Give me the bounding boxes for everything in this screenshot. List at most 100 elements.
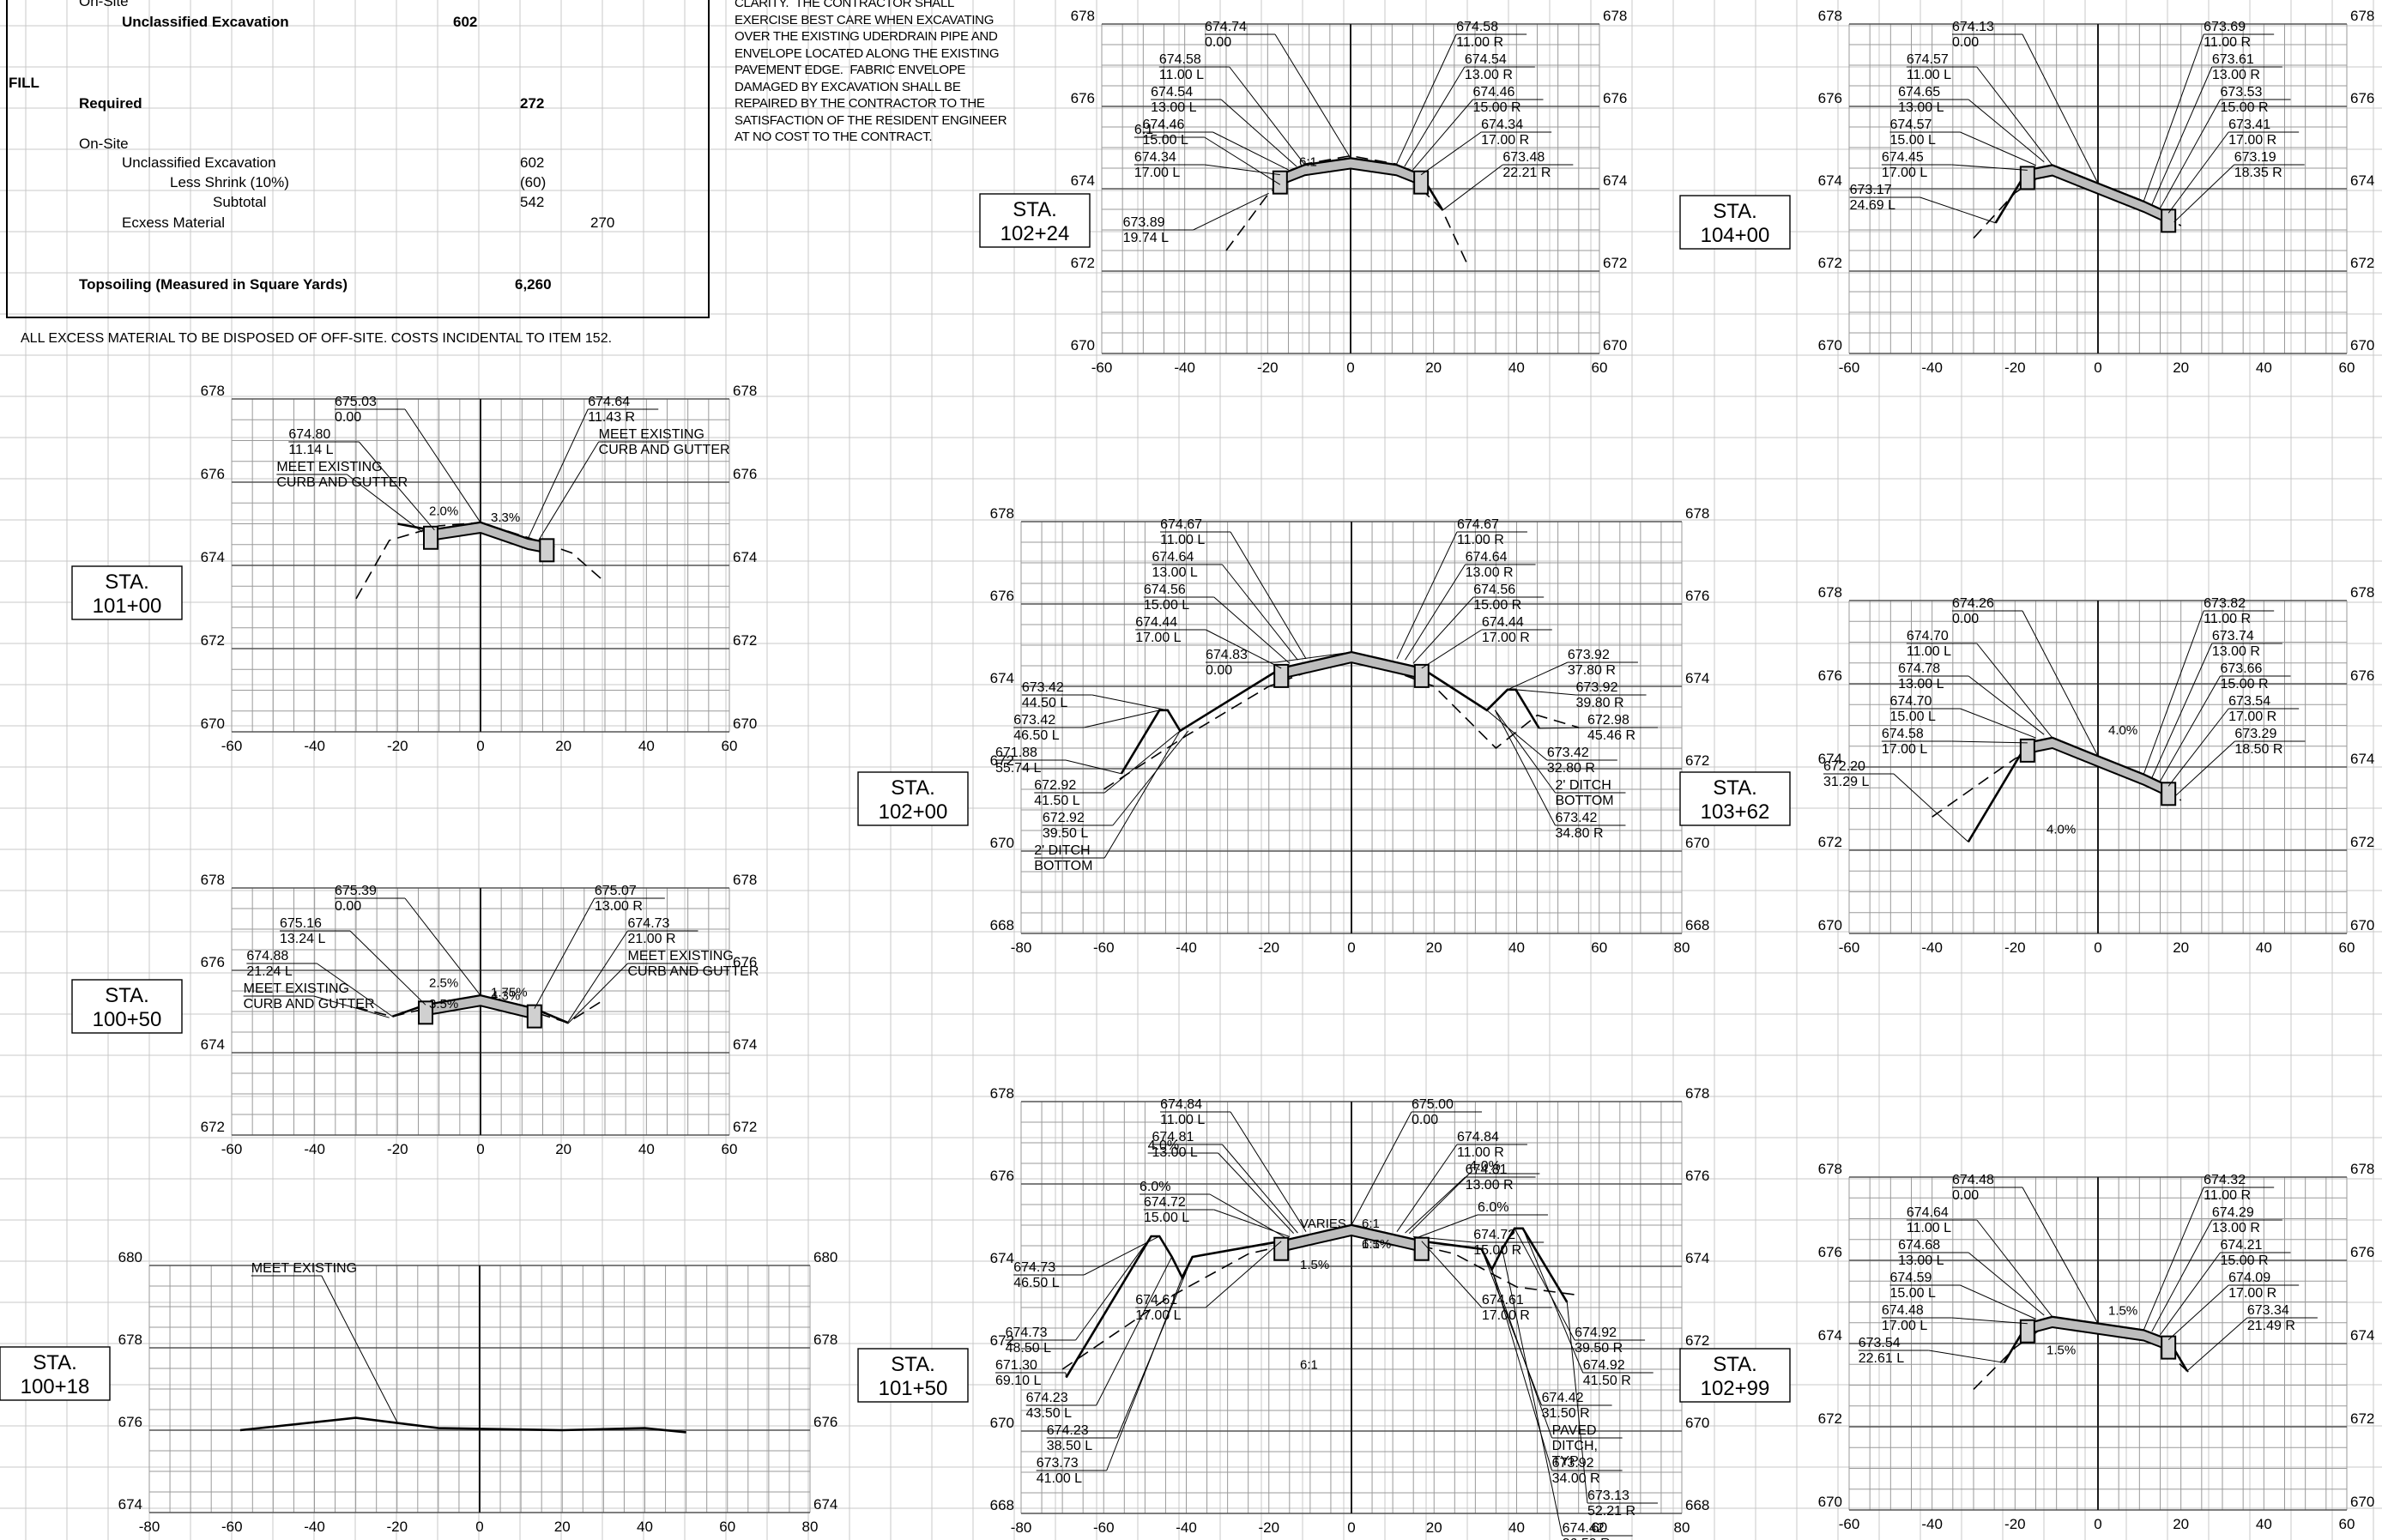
callout-text: CURB AND GUTTER [276, 475, 408, 490]
callout-text: 674.65 [1898, 85, 1940, 100]
callout-text: 15.00 L [1890, 133, 1936, 148]
x-tick-label: -60 [221, 1519, 243, 1535]
y-tick-label-right: 672 [2350, 834, 2374, 850]
callout-text: 673.82 [2204, 596, 2246, 611]
y-tick-label-right: 678 [1603, 8, 1627, 24]
proposed-profile-line [239, 1416, 686, 1434]
callout-text: 13.00 L [1898, 1253, 1944, 1268]
y-tick-label-left: 678 [1818, 584, 1842, 601]
y-tick-label-left: 676 [201, 954, 225, 970]
curb-block [526, 1004, 542, 1029]
callout-leader [2160, 1252, 2221, 1336]
callout-text: 675.03 [335, 395, 377, 409]
callout-text: BOTTOM [1034, 859, 1092, 873]
y-tick-label-right: 670 [2350, 337, 2374, 353]
x-tick-label: 20 [2173, 939, 2189, 956]
y-tick-label-right: 678 [1685, 505, 1709, 522]
y-tick-label-left: 678 [118, 1332, 142, 1348]
callout-text: CURB AND GUTTER [244, 997, 375, 1012]
callout-text: 46.50 L [1013, 728, 1059, 743]
y-tick-label-right: 678 [2350, 584, 2374, 601]
callout-leader [1968, 99, 2045, 163]
topsoil-value: 6,260 [515, 276, 552, 293]
callout-text: 674.88 [246, 949, 288, 963]
y-tick-label-left: 678 [1818, 8, 1842, 24]
x-tick-label: 0 [476, 1141, 484, 1157]
y-tick-label-right: 676 [1603, 90, 1627, 106]
callout-leader [1230, 1111, 1307, 1232]
callout-text: 674.34 [1134, 150, 1176, 165]
callout-text: 15.00 R [1473, 1243, 1521, 1258]
callout-text: 34.00 R [1552, 1471, 1600, 1486]
callout-text: 674.58 [1882, 727, 1924, 741]
callout-leader [1103, 730, 1181, 859]
callout-leader [1960, 708, 2036, 739]
callout-leader [1204, 164, 1280, 176]
y-tick-label-right: 672 [2350, 1410, 2374, 1427]
y-tick-label-right: 678 [733, 383, 757, 399]
x-tick-label: 60 [1591, 1519, 1607, 1536]
x-tick-label: -60 [1091, 359, 1113, 376]
x-tick-label: -20 [387, 738, 408, 754]
callout-text: 0.00 [1952, 612, 1979, 626]
slope-label: 1.5% [1300, 1258, 1329, 1272]
callout-leader [1230, 531, 1307, 660]
x-tick-label: -20 [386, 1519, 408, 1535]
callout-text: 15.00 L [1144, 1211, 1189, 1225]
x-tick-label: -40 [1921, 939, 1943, 956]
callout-text: 4.0% [1148, 1138, 1179, 1153]
x-tick-label: 0 [476, 738, 484, 754]
callout-text: 673.54 [1859, 1336, 1901, 1350]
callout-leader [2167, 708, 2229, 787]
x-tick-label: 40 [638, 738, 655, 754]
y-tick-label-right: 678 [2350, 1161, 2374, 1177]
callout-text: 6:1 [1134, 123, 1153, 137]
y-tick-label-left: 674 [1818, 751, 1842, 767]
callout-text: 674.44 [1135, 615, 1177, 630]
callout-text: 674.29 [2212, 1205, 2254, 1220]
callout-leader [2151, 1219, 2213, 1332]
callout-leader [1404, 66, 1466, 167]
callout-text: 671.88 [995, 746, 1037, 760]
callout-text: 15.00 L [1890, 1286, 1936, 1301]
callout-text: 673.69 [2204, 20, 2246, 34]
callout-text: 15.00 R [1473, 598, 1521, 613]
slope-label: 6:1 [1362, 1217, 1380, 1231]
x-tick-label: -80 [1011, 1519, 1032, 1536]
x-tick-label: -40 [1921, 359, 1943, 376]
callout-text: 13.24 L [280, 932, 325, 946]
callout-leader [317, 963, 393, 1018]
callout-text: 11.00 L [1160, 1113, 1205, 1127]
callout-leader [1566, 1301, 1588, 1504]
callout-leader [1218, 1152, 1294, 1234]
callout-text: 13.00 L [1898, 677, 1944, 691]
callout-text: 17.00 R [1482, 631, 1530, 645]
y-tick-label-left: 674 [1071, 172, 1095, 189]
callout-text: 22.61 L [1859, 1351, 1904, 1366]
callout-leader [1951, 1317, 2028, 1325]
callout-leader [527, 408, 589, 540]
callout-text: 0.00 [1205, 35, 1231, 50]
callout-leader [1442, 164, 1503, 211]
station-label-box [857, 771, 969, 826]
x-tick-label: 60 [1592, 359, 1608, 376]
x-tick-label: 60 [2339, 1516, 2355, 1532]
callout-text: 41.50 L [1034, 794, 1079, 808]
callout-text: 11.00 R [2204, 612, 2251, 626]
x-tick-label: 40 [2256, 359, 2272, 376]
cut-unclassified-label: Unclassified Excavation [122, 14, 289, 30]
station-label-line2: 102+00 [879, 800, 948, 824]
callout-leader [1515, 689, 1576, 696]
callout-text: 17.00 R [2228, 133, 2276, 148]
callout-text: 673.17 [1850, 183, 1892, 197]
callout-text: 674.56 [1144, 583, 1186, 597]
x-tick-label: 20 [555, 738, 571, 754]
y-tick-label-left: 674 [1818, 1327, 1842, 1344]
station-label-box [979, 193, 1091, 248]
callout-text: 41.00 L [1037, 1471, 1082, 1486]
curb-block [1272, 170, 1288, 195]
callout-leader [1205, 629, 1282, 669]
callout-text: 674.64 [1466, 550, 1508, 565]
